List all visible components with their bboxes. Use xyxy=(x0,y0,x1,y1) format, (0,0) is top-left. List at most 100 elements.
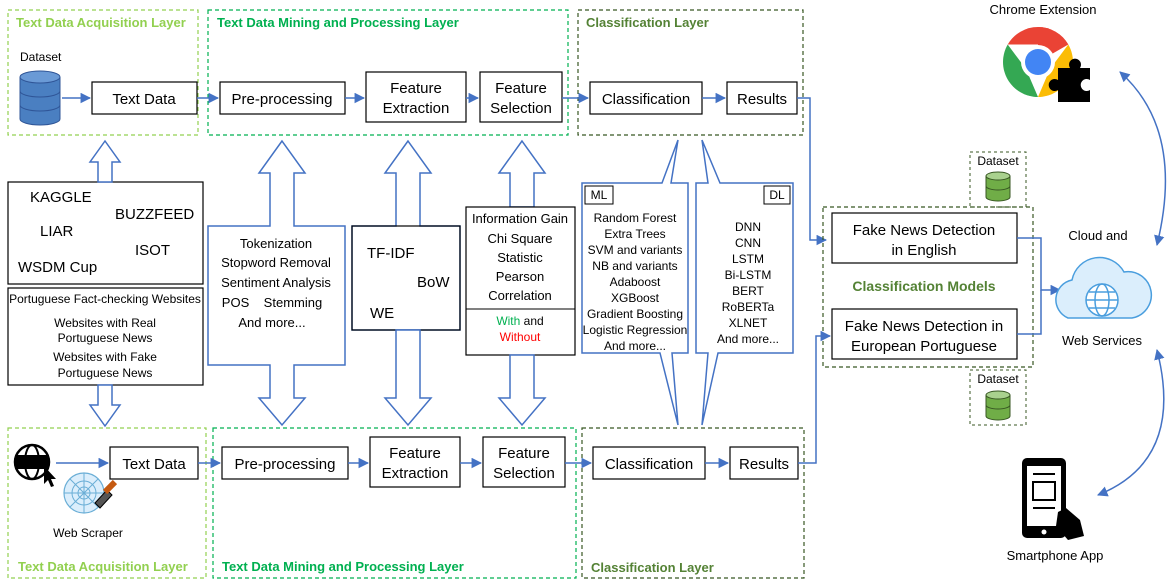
bottom-text-data-label: Text Data xyxy=(122,456,186,473)
bottom-classification-box xyxy=(592,446,706,480)
bottom-feature-selection-line1: Feature xyxy=(498,445,550,462)
selection-with: With xyxy=(496,314,520,328)
top-preprocessing-label: Pre-processing xyxy=(232,91,333,108)
smartphone-icon xyxy=(1022,458,1084,540)
ml-item-1: Random Forest xyxy=(594,211,677,225)
ml-item-6: XGBoost xyxy=(611,291,660,305)
portuguese-model-box xyxy=(831,308,1018,360)
selection-up-arrow xyxy=(497,139,547,208)
web-scraper-label: Web Scraper xyxy=(53,526,123,540)
top-results-box xyxy=(726,81,798,115)
ml-tag: ML xyxy=(591,188,608,202)
dl-tag: DL xyxy=(769,188,785,202)
top-acquisition-title: Text Data Acquisition Layer xyxy=(16,15,186,30)
database-icon xyxy=(19,70,61,126)
top-feature-selection-line1: Feature xyxy=(495,80,547,97)
extraction-we: WE xyxy=(370,305,394,322)
selection-method-3: Statistic xyxy=(497,250,543,265)
green-database-icon xyxy=(985,171,1011,202)
top-dataset-label: Dataset xyxy=(20,50,62,64)
top-classification-title: Classification Layer xyxy=(586,15,709,30)
top-classification-box xyxy=(589,81,703,115)
dl-items: DNN CNN LSTM Bi-LSTM BERT RoBERTa XLNET … xyxy=(717,220,779,346)
top-feature-extraction-line2: Extraction xyxy=(383,100,450,117)
ml-tag-box xyxy=(584,185,614,205)
green-database-icon xyxy=(985,390,1011,421)
bottom-mining-title: Text Data Mining and Processing Layer xyxy=(222,559,464,574)
dl-item-5: BERT xyxy=(732,284,764,298)
bottom-classification-label: Classification xyxy=(605,456,693,473)
dl-callout-shape xyxy=(695,139,794,426)
bottom-preprocessing-label: Pre-processing xyxy=(235,456,336,473)
top-flow-arrows xyxy=(62,92,828,246)
preproc-method-2: Stopword Removal xyxy=(221,255,331,270)
bottom-mining-layer xyxy=(212,427,577,579)
classification-models-title: Classification Models xyxy=(852,278,995,294)
preproc-method-4: POS Stemming xyxy=(222,295,322,310)
selection-method-2: Chi Square xyxy=(487,231,552,246)
dl-item-4: Bi-LSTM xyxy=(725,268,772,282)
dl-item-2: CNN xyxy=(735,236,761,250)
english-model-box xyxy=(831,212,1018,264)
cloud-label-line1: Cloud and xyxy=(1068,228,1127,243)
extraction-tfidf: TF-IDF xyxy=(367,245,414,262)
dataset-bottom-label: Dataset xyxy=(977,372,1019,386)
bottom-feature-extraction-box xyxy=(369,436,461,488)
preproc-method-3: Sentiment Analysis xyxy=(221,275,331,290)
preproc-method-5: And more... xyxy=(238,315,305,330)
dl-item-1: DNN xyxy=(735,220,761,234)
selection-method-4: Pearson xyxy=(496,269,544,284)
selection-method-1: Information Gain xyxy=(472,211,568,226)
ml-item-9: And more... xyxy=(604,339,666,353)
top-text-data-label: Text Data xyxy=(112,91,176,108)
top-mining-title: Text Data Mining and Processing Layer xyxy=(217,15,459,30)
ml-item-5: Adaboost xyxy=(610,275,661,289)
preproc-method-1: Tokenization xyxy=(240,236,312,251)
top-feature-extraction-box xyxy=(365,71,467,123)
bottom-results-box xyxy=(729,446,799,480)
top-results-label: Results xyxy=(737,91,787,108)
portuguese-model-line2: European Portuguese xyxy=(851,338,997,355)
preprocessing-double-arrow xyxy=(207,139,346,427)
puzzle-piece-icon xyxy=(1048,58,1090,102)
extraction-double-arrow xyxy=(351,139,461,331)
bottom-feature-selection-line2: Selection xyxy=(493,465,555,482)
bottom-text-data-box xyxy=(109,446,199,480)
portuguese-real-line2: Portuguese News xyxy=(58,331,153,345)
dl-tag-box xyxy=(763,185,791,205)
ml-item-7: Gradient Boosting xyxy=(587,307,683,321)
dataset-liar: LIAR xyxy=(40,223,74,240)
bottom-feature-extraction-line2: Extraction xyxy=(382,465,449,482)
top-acquisition-layer xyxy=(7,9,199,136)
top-classification-label: Classification xyxy=(602,91,690,108)
ml-items: Random Forest Extra Trees SVM and varian… xyxy=(583,211,688,353)
selection-method-5: Correlation xyxy=(488,288,552,303)
dl-item-7: XLNET xyxy=(729,316,768,330)
top-feature-selection-line2: Selection xyxy=(490,100,552,117)
selection-down-arrow xyxy=(497,354,547,427)
ml-item-8: Logistic Regression xyxy=(583,323,688,337)
service-connection-arrows xyxy=(1097,71,1167,497)
english-model-line2: in English xyxy=(891,242,956,259)
web-scraper-icon xyxy=(13,443,118,514)
top-mining-layer xyxy=(207,9,569,136)
dl-item-3: LSTM xyxy=(732,252,764,266)
bottom-acquisition-layer xyxy=(7,427,207,579)
selection-methods-box xyxy=(465,206,576,356)
portuguese-real-line1: Websites with Real xyxy=(54,316,156,330)
dataset-buzzfeed: BUZZFEED xyxy=(115,206,194,223)
cloud-icon xyxy=(1055,256,1153,319)
selection-without: Without xyxy=(500,330,541,344)
portuguese-fake-line2: Portuguese News xyxy=(58,366,153,380)
classification-models-layer xyxy=(822,206,1034,368)
bottom-classification-layer xyxy=(581,427,805,579)
top-feature-extraction-line1: Feature xyxy=(390,80,442,97)
bottom-results-label: Results xyxy=(739,456,789,473)
top-feature-selection-box xyxy=(479,71,563,123)
portuguese-sites-title: Portuguese Fact-checking Websites xyxy=(9,292,201,306)
smartphone-label: Smartphone App xyxy=(1007,548,1104,563)
extraction-bow: BoW xyxy=(417,274,450,291)
top-classification-layer xyxy=(577,9,804,136)
bottom-feature-selection-box xyxy=(482,436,566,488)
